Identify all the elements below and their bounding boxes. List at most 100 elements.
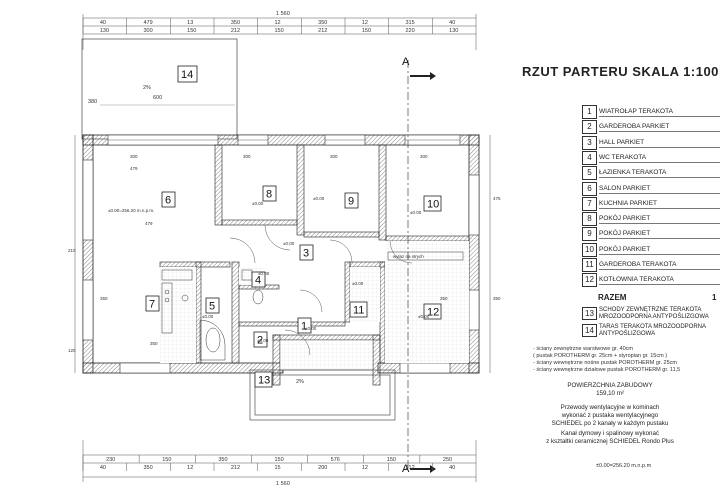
chimney-line-1: Kanał dymowy i spalinowy wykonać [560, 430, 659, 437]
inner-dimensions: 300 479 479 300 300 300 350 350 350 [100, 154, 448, 346]
total-value: 1 [712, 293, 717, 302]
legend-text: WC TERAKOTA [599, 153, 720, 163]
dimension-value: 350 [144, 465, 153, 471]
legend-num: 2 [582, 120, 597, 135]
room-label-box-3 [299, 244, 314, 261]
dimension-value: 150 [275, 457, 284, 463]
dimension-value: 212 [231, 465, 240, 471]
room-label-box-2 [253, 331, 268, 348]
legend-num: 12 [582, 273, 597, 288]
dimension-value: 12 [362, 20, 368, 26]
vestibule-floor [279, 339, 374, 371]
dimension-value: 350 [218, 457, 227, 463]
legend-num: 11 [582, 258, 597, 272]
legend-text: ŁAZIENKA TERAKOTA [599, 168, 720, 179]
entrance-steps [249, 369, 396, 421]
svg-text:120: 120 [68, 348, 76, 353]
salon-level: ±0.00=256.20 m.n.p.m. [108, 208, 154, 213]
svg-text:380: 380 [88, 99, 97, 105]
svg-text:300: 300 [420, 154, 428, 159]
interior-walls [159, 144, 470, 364]
room-level-marker: ±0.00 [418, 314, 430, 319]
dimension-value: 12 [362, 465, 368, 471]
room-label-13: 13 [258, 375, 270, 387]
top-dimension-lines [82, 14, 477, 50]
wall-note-2: ( pustak POROTHERM gr. 25cm + styropian … [533, 353, 668, 359]
dimension-value: 350 [231, 20, 240, 26]
legend-num: 6 [582, 181, 597, 196]
page-title: RZUT PARTERU SKALA 1:100 [522, 64, 719, 79]
legend-num: 8 [582, 212, 597, 227]
legend-num: 5 [582, 166, 597, 181]
svg-text:300: 300 [130, 154, 138, 159]
built-area-value: 159,10 m² [596, 390, 624, 397]
legend-text: GARDEROBA TERAKOTA [599, 260, 720, 270]
room-label-box-14 [177, 65, 198, 83]
windows-side [82, 159, 480, 374]
dimension-value: 212 [231, 28, 240, 34]
built-area: POWIERZCHNIA ZABUDOWY 159,10 m² [520, 382, 700, 398]
legend-text: POKÓJ PARKIET [599, 214, 720, 225]
terrace-outline [81, 38, 238, 140]
room-level-marker: ±0.00 [352, 281, 364, 286]
room-label-12: 12 [427, 307, 439, 319]
room-label-3: 3 [303, 248, 309, 260]
legend-text: POKÓJ PARKIET [599, 229, 720, 240]
ventilation-line-2: wykonać z pustaka wentylacyjnego [561, 412, 659, 419]
legend-text: SCHODY ZEWNĘTRZNE TERAKOTA MROZOODPORNA … [599, 307, 709, 320]
room-label-14: 14 [181, 69, 193, 81]
svg-text:210: 210 [68, 248, 76, 253]
dimension-value: 250 [443, 457, 452, 463]
built-area-label: POWIERZCHNIA ZABUDOWY [567, 382, 653, 389]
dimension-value: 150 [275, 28, 284, 34]
svg-text:350: 350 [493, 296, 501, 301]
legend-num: 1 [582, 105, 597, 119]
room-label-9: 9 [348, 196, 354, 208]
chimney-note: Kanał dymowy i spalinowy wykonać z kszta… [520, 430, 700, 446]
room-label-box-13 [254, 371, 273, 388]
legend-text: GARDEROBA PARKIET [599, 122, 720, 133]
dimension-value: 220 [406, 28, 415, 34]
chimney-line-2: z kształtki ceramicznej SCHIEDEL Rondo P… [546, 438, 674, 445]
legend-num: 3 [582, 135, 597, 150]
svg-text:350: 350 [440, 296, 448, 301]
dimension-value: 150 [387, 457, 396, 463]
dimension-value: 12 [275, 20, 281, 26]
kitchen-fittings [161, 269, 193, 334]
level-note: ±0.00=256.20 m.n.p.m [596, 463, 652, 469]
svg-text:479: 479 [145, 221, 153, 226]
room-label-11: 11 [353, 305, 364, 317]
legend-text: SALON PARKIET [599, 184, 720, 194]
dimension-value: 200 [318, 465, 327, 471]
svg-text:300: 300 [243, 154, 251, 159]
dimension-value: 130 [449, 28, 458, 34]
dimension-value: 40 [100, 20, 106, 26]
room-label-box-9 [344, 192, 359, 209]
room-label-6: 6 [165, 195, 171, 207]
room-level-marker: ±0.00 [202, 314, 214, 319]
door-swings [229, 224, 413, 356]
svg-text:350: 350 [100, 296, 108, 301]
legend-num: 4 [582, 150, 597, 165]
room-label-5: 5 [209, 301, 215, 313]
room-label-7: 7 [149, 299, 155, 311]
dimension-value: 12 [187, 465, 193, 471]
room-label-box-8 [262, 185, 277, 202]
room-label-1: 1 [301, 321, 307, 333]
wall-note-4: - ściany wewnętrzne działowe pustak PORO… [533, 367, 681, 373]
room-label-4: 4 [255, 275, 261, 287]
side-dimension-lines [74, 135, 491, 373]
legend-text: TARAS TERAKOTA MROZOODPORNA ANTYPOŚLIZGO… [599, 324, 706, 337]
